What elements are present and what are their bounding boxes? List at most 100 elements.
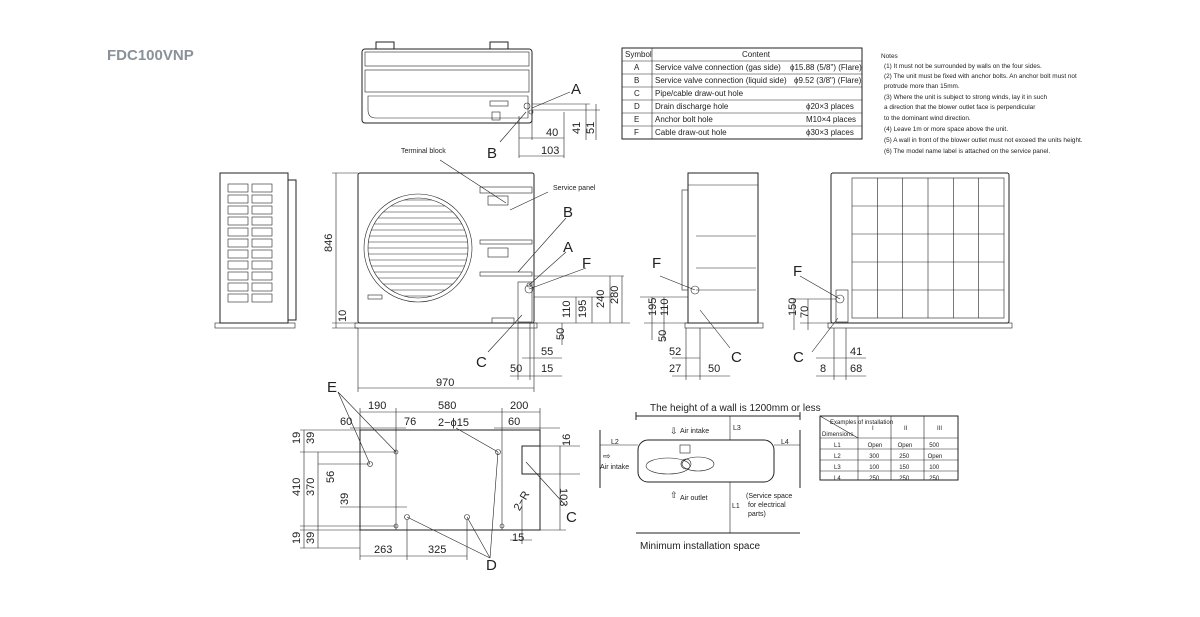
note-line: protrude more than 15mm. bbox=[884, 83, 960, 90]
louvre-slot bbox=[227, 271, 249, 281]
dim-side-50: 50 bbox=[657, 330, 669, 342]
label-l3: L3 bbox=[733, 425, 741, 432]
label-b-top: B bbox=[487, 145, 497, 162]
top-view: A B 40 41 51 103 bbox=[361, 41, 600, 162]
louvre-slot bbox=[251, 205, 273, 215]
label-f-side: F bbox=[652, 255, 661, 272]
space-table: Examples of installation Dimensions I II… bbox=[819, 415, 959, 482]
space-col: II bbox=[904, 426, 908, 432]
dim-base-76: 76 bbox=[404, 416, 416, 428]
space-row-label: L4 bbox=[834, 476, 841, 482]
dim-base-15: 15 bbox=[512, 532, 524, 544]
space-col: III bbox=[937, 426, 942, 432]
note-line: (6) The model name label is attached on … bbox=[884, 148, 1050, 155]
label-l2: L2 bbox=[611, 439, 619, 446]
label-f-front: F bbox=[582, 255, 591, 272]
dim-base-580: 580 bbox=[438, 400, 456, 412]
dim-side-27: 27 bbox=[669, 363, 681, 375]
space-cell: 100 bbox=[929, 465, 940, 471]
dim-base-410: 410 bbox=[291, 478, 303, 496]
space-cell: 250 bbox=[899, 454, 910, 460]
louvre-slot bbox=[227, 249, 249, 259]
space-cell: 300 bbox=[869, 454, 880, 460]
label-c-rear: C bbox=[793, 349, 804, 366]
dim-rear-150: 150 bbox=[787, 298, 799, 316]
spec-value: ϕ15.88 (5/8") (Flare) bbox=[790, 63, 862, 72]
air-intake-top-arrow: ⇩ bbox=[670, 426, 678, 436]
dim-base-200: 200 bbox=[510, 400, 528, 412]
rear-view: 150 70 41 8 68 F C bbox=[787, 172, 1013, 380]
installation-caption: Minimum installation space bbox=[640, 541, 760, 552]
louvre-slot bbox=[227, 293, 249, 303]
dim-base-2r: 2−R bbox=[512, 489, 533, 513]
louvre-slot bbox=[227, 282, 249, 292]
label-l1: L1 bbox=[732, 503, 740, 510]
dim-base-190: 190 bbox=[368, 400, 386, 412]
dim-rear-8: 8 bbox=[820, 363, 826, 375]
spec-symbol: F bbox=[634, 128, 639, 137]
base-plan: 190 580 200 60 76 2−ϕ15 60 16 19 39 56 4… bbox=[291, 379, 580, 574]
label-f-rear: F bbox=[793, 263, 802, 280]
air-intake-left: Air intake bbox=[600, 464, 629, 471]
space-row-label: L3 bbox=[834, 465, 841, 471]
dim-base-19: 19 bbox=[291, 432, 303, 444]
spec-content: Anchor bolt hole bbox=[655, 115, 713, 124]
label-d: D bbox=[486, 557, 497, 574]
dim-base-39c: 39 bbox=[305, 532, 317, 544]
louvre-slot bbox=[251, 293, 273, 303]
air-outlet-arrow: ⇧ bbox=[670, 490, 678, 500]
label-c-base: C bbox=[566, 509, 577, 526]
space-cell: 500 bbox=[929, 443, 940, 449]
dim-970: 970 bbox=[436, 377, 454, 389]
louvre-slot bbox=[251, 271, 273, 281]
space-cell: 250 bbox=[869, 476, 880, 482]
spec-content: Pipe/cable draw-out hole bbox=[655, 89, 744, 98]
dim-base-19b: 19 bbox=[291, 532, 303, 544]
front-view: 846 10 970 110 195 240 280 50 55 50 15 bbox=[323, 148, 630, 392]
dim-280: 280 bbox=[609, 286, 621, 304]
dim-side-52: 52 bbox=[669, 346, 681, 358]
note-line: (1) It must not be surrounded by walls o… bbox=[884, 63, 1042, 70]
spec-value: ϕ20×3 places bbox=[806, 102, 854, 111]
note-line: a direction that the blower outlet face … bbox=[884, 104, 1036, 111]
louvre-slot bbox=[227, 183, 249, 193]
spec-table: Symbol Content A Service valve connectio… bbox=[621, 47, 863, 140]
air-intake-left-arrow: ⇨ bbox=[603, 451, 611, 461]
louvre-slot bbox=[227, 216, 249, 226]
dim-base-103: 103 bbox=[557, 488, 569, 506]
louvre-slot bbox=[251, 249, 273, 259]
dim-base-370: 370 bbox=[305, 478, 317, 496]
space-corner-top: Examples of installation bbox=[830, 420, 893, 426]
louvre-slot bbox=[227, 205, 249, 215]
dim-base-60b: 60 bbox=[508, 416, 520, 428]
dim-base-56: 56 bbox=[325, 471, 337, 483]
spec-content: Service valve connection (gas side) bbox=[655, 63, 781, 72]
spec-content: Drain discharge hole bbox=[655, 102, 729, 111]
dim-240: 240 bbox=[595, 290, 607, 308]
dim-base-39b: 39 bbox=[339, 493, 351, 505]
service-space-line: for electrical bbox=[748, 502, 786, 509]
dim-rear-41: 41 bbox=[850, 346, 862, 358]
spec-content: Service valve connection (liquid side) bbox=[655, 76, 787, 85]
left-side-view bbox=[214, 172, 297, 329]
space-cell: Open bbox=[868, 443, 883, 449]
space-cell: 100 bbox=[869, 465, 880, 471]
space-cell: 150 bbox=[899, 465, 910, 471]
note-line: (3) Where the unit is subject to strong … bbox=[884, 94, 1047, 101]
note-line: (4) Leave 1m or more space above the uni… bbox=[884, 126, 1008, 133]
dim-base-39: 39 bbox=[305, 432, 317, 444]
dim-50b: 50 bbox=[510, 363, 522, 375]
spec-symbol: D bbox=[634, 102, 640, 111]
louvre-slot bbox=[251, 282, 273, 292]
note-line: (2) The unit must be fixed with anchor b… bbox=[884, 73, 1077, 80]
service-space-line: parts) bbox=[748, 511, 766, 518]
label-terminal-block: Terminal block bbox=[401, 148, 446, 155]
label-a-front: A bbox=[563, 239, 573, 256]
dim-rear-68: 68 bbox=[850, 363, 862, 375]
dim-10: 10 bbox=[337, 310, 349, 322]
label-l4: L4 bbox=[781, 439, 789, 446]
space-corner-bottom: Dimensions bbox=[822, 432, 853, 438]
dim-base-263: 263 bbox=[374, 544, 392, 556]
air-outlet: Air outlet bbox=[680, 495, 708, 502]
